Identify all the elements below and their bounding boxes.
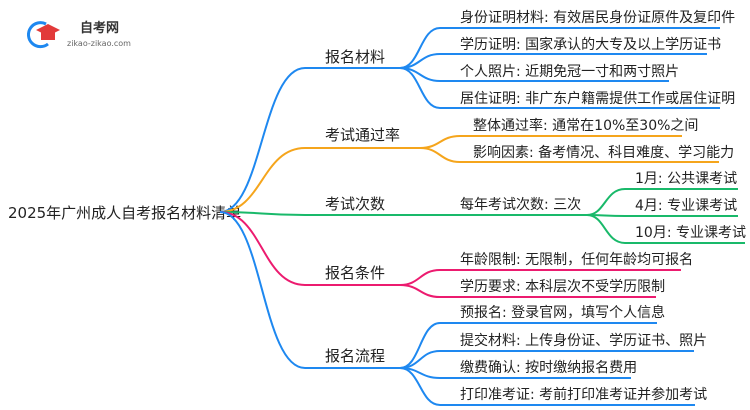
branch-line-conditions: [219, 211, 400, 286]
leaf: 1月: 公共课考试: [635, 171, 737, 187]
leaf: 缴费确认: 按时缴纳报名费用: [460, 360, 637, 376]
node-conditions: 报名条件: [325, 264, 385, 282]
branch-line-passrate: [219, 147, 420, 213]
logo-url: zikao-zikao.com: [67, 39, 131, 48]
logo-name: 自考网: [80, 20, 119, 36]
leaf: 预报名: 登录官网，填写个人信息: [460, 304, 665, 321]
leaf: 整体通过率: 通常在10%至30%之间: [473, 117, 698, 134]
leaf: 身份证明材料: 有效居民身份证原件及复印件: [460, 9, 735, 26]
root-node: 2025年广州成人自考报名材料清单: [8, 204, 241, 222]
leaf: 个人照片: 近期免冠一寸和两寸照片: [460, 64, 679, 80]
branch-line-process: [219, 211, 400, 369]
leaf: 4月: 专业课考试: [635, 198, 737, 214]
leaf: 年龄限制: 无限制，任何年龄均可报名: [460, 252, 693, 268]
leaf: 学历要求: 本科层次不受学历限制: [460, 279, 665, 295]
leaf: 提交材料: 上传身份证、学历证书、照片: [460, 332, 707, 349]
node-materials: 报名材料: [325, 48, 385, 66]
leaf: 打印准考证: 考前打印准考证并参加考试: [460, 386, 707, 403]
leaf: 居住证明: 非广东户籍需提供工作或居住证明: [460, 90, 735, 107]
node-times: 考试次数: [325, 195, 385, 213]
node-passrate: 考试通过率: [325, 126, 400, 144]
node-process: 报名流程: [325, 347, 385, 365]
leaf: 10月: 专业课考试: [635, 225, 746, 241]
branch-line-times: [219, 211, 587, 216]
logo: 自考网 zikao-zikao.com: [27, 20, 131, 49]
leaf: 学历证明: 国家承认的大专及以上学历证书: [460, 36, 721, 53]
leaf: 影响因素: 备考情况、科目难度、学习能力: [473, 144, 734, 161]
branch-line-materials: [219, 67, 400, 213]
leaf: 每年考试次数: 三次: [460, 197, 581, 213]
